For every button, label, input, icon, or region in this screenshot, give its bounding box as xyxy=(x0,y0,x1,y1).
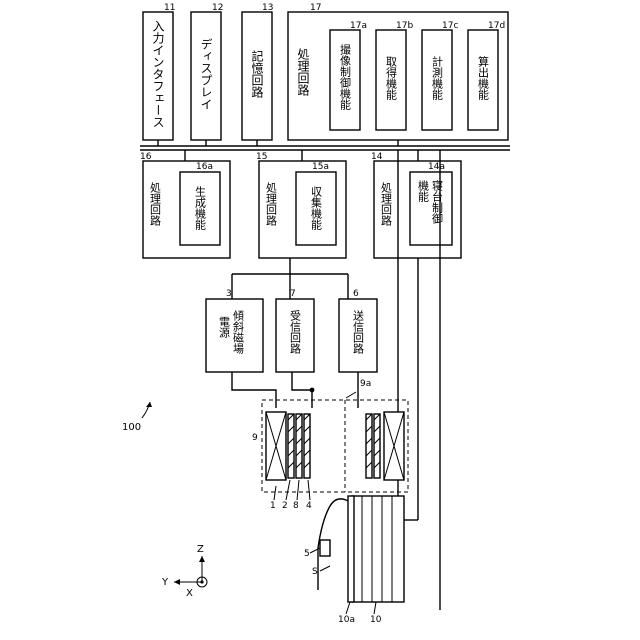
receiver-wire xyxy=(292,372,312,408)
gradient-power-supply-label-line2: 電源 xyxy=(218,316,231,339)
ref-15: 15 xyxy=(256,152,267,162)
display-label: ディスプレイ xyxy=(199,38,213,110)
lower-coil-a xyxy=(366,414,372,478)
ref-15a: 15a xyxy=(312,162,329,172)
ref-4: 4 xyxy=(306,501,312,511)
ref-17c: 17c xyxy=(442,21,458,31)
function-17b-label: 取得機能 xyxy=(385,56,398,101)
ref-3: 3 xyxy=(226,289,232,299)
function-17c-label: 計測機能 xyxy=(431,55,444,101)
receiver-coil-4 xyxy=(304,414,310,478)
processing-circuit-14-label: 処理回路 xyxy=(380,182,393,227)
ref-7: 7 xyxy=(290,289,296,299)
gradient-coil-2 xyxy=(288,414,294,478)
processing-circuit-17-label: 処理回路 xyxy=(296,48,310,97)
ref-8: 8 xyxy=(293,501,299,511)
function-17d-label: 算出機能 xyxy=(477,55,490,101)
coil-5 xyxy=(320,540,330,556)
ref-14a: 14a xyxy=(428,162,445,172)
memory-label: 記憶回路 xyxy=(250,49,264,99)
ref-17a: 17a xyxy=(350,21,367,31)
ref-S: S xyxy=(312,567,318,577)
ref-17: 17 xyxy=(310,3,321,13)
ref-13: 13 xyxy=(262,3,273,13)
receiver-circuit-label: 受信回路 xyxy=(289,310,302,355)
gradient-power-supply-label-line1: 傾斜磁場 xyxy=(232,309,245,355)
leader-line-S xyxy=(320,566,330,571)
axis-y-arrow-icon xyxy=(174,579,180,585)
arrow-9a xyxy=(346,392,356,398)
function-14a-label-line1: 寝台制御 xyxy=(431,179,444,224)
rf-coil-8 xyxy=(296,414,302,478)
ref-9a: 9a xyxy=(360,379,371,389)
ref-17b: 17b xyxy=(396,21,413,31)
axis-y-label: Y xyxy=(161,577,169,588)
gradient-wire xyxy=(232,372,276,408)
input-interface-label: 入力インタフェース xyxy=(151,20,165,128)
ref-11: 11 xyxy=(164,3,175,13)
ref-16: 16 xyxy=(140,152,152,162)
arrowhead-100 xyxy=(146,402,152,407)
ref-12: 12 xyxy=(212,3,223,13)
ref-10: 10 xyxy=(370,615,382,625)
couch-top-plate xyxy=(348,496,354,602)
ref-9: 9 xyxy=(252,433,258,443)
function-14a-label-line2: 機能 xyxy=(417,179,430,203)
function-16a-label: 生成機能 xyxy=(194,185,207,231)
ref-10a: 10a xyxy=(338,615,355,625)
function-15a-label: 収集機能 xyxy=(310,186,323,231)
function-17a-label: 撮像制御機能 xyxy=(339,43,352,111)
ref-5: 5 xyxy=(304,549,310,559)
processing-circuit-16-label: 処理回路 xyxy=(149,182,162,227)
processing-circuit-15-label: 処理回路 xyxy=(265,182,278,227)
lower-coil-b xyxy=(374,414,380,478)
leader-line-10 xyxy=(374,602,376,614)
axis-z-label: Z xyxy=(197,544,204,555)
ref-6: 6 xyxy=(353,289,359,299)
junction-dot xyxy=(310,388,315,393)
axis-x-label: X xyxy=(186,588,193,599)
ref-1: 1 xyxy=(270,501,276,511)
couch-body xyxy=(352,496,404,602)
ref-16a: 16a xyxy=(196,162,213,172)
axis-z-arrow-icon xyxy=(199,556,205,562)
ref-14: 14 xyxy=(371,152,383,162)
ref-2: 2 xyxy=(282,501,288,511)
ref-17d: 17d xyxy=(488,21,505,31)
ref-100: 100 xyxy=(122,422,141,433)
leader-line-10a xyxy=(346,602,350,614)
leader-lines xyxy=(274,480,310,500)
transmitter-circuit-label: 送信回路 xyxy=(352,309,365,355)
